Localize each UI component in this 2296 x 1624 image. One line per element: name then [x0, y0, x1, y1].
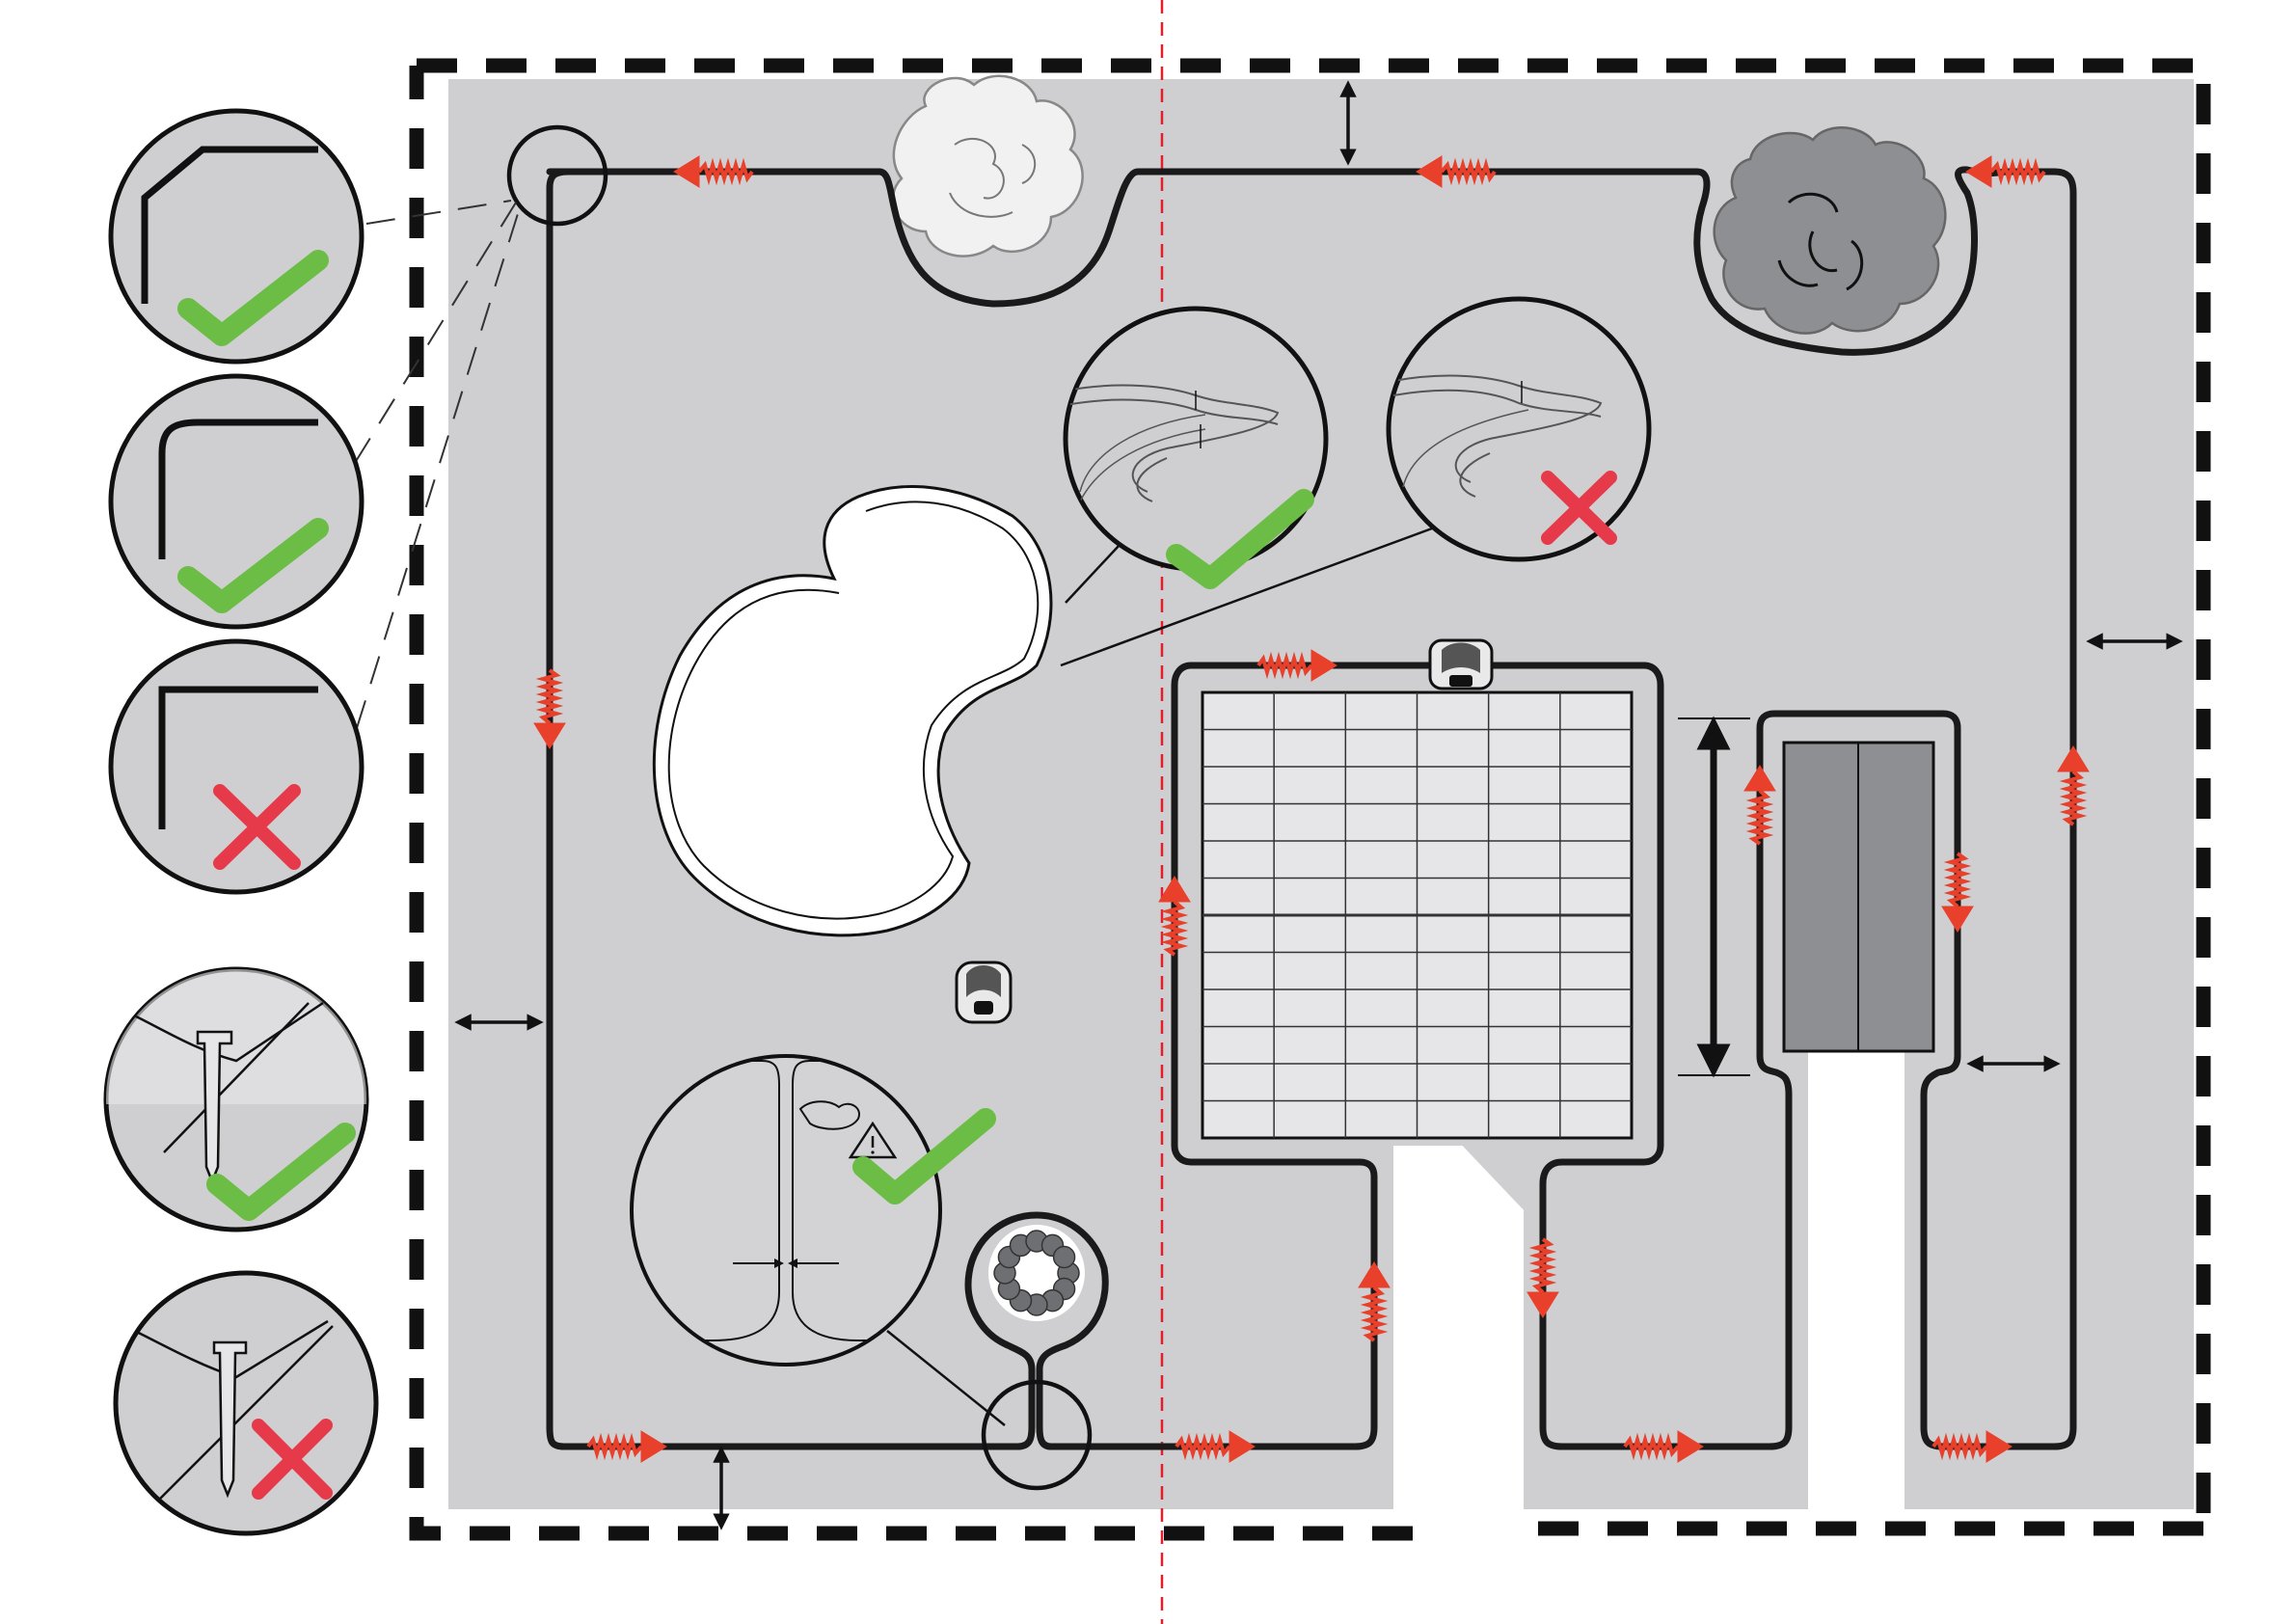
detail-corner-angled [111, 111, 362, 362]
detail-peg-off-wire [116, 1273, 376, 1533]
detail-peg-on-wire [96, 969, 386, 1230]
bush-dark [1715, 127, 1946, 333]
detail-wire-spacing-uneven [1389, 299, 1649, 559]
flower-bed-island [988, 1225, 1085, 1321]
garage [1784, 743, 1933, 1051]
flower [1054, 1247, 1075, 1268]
robotic-mower-icon [957, 962, 1011, 1022]
patio [1202, 692, 1632, 1138]
detail-corner-sharp [111, 641, 362, 892]
detail-corner-rounded [111, 376, 362, 627]
robotic-mower-charging-icon [1430, 640, 1492, 689]
